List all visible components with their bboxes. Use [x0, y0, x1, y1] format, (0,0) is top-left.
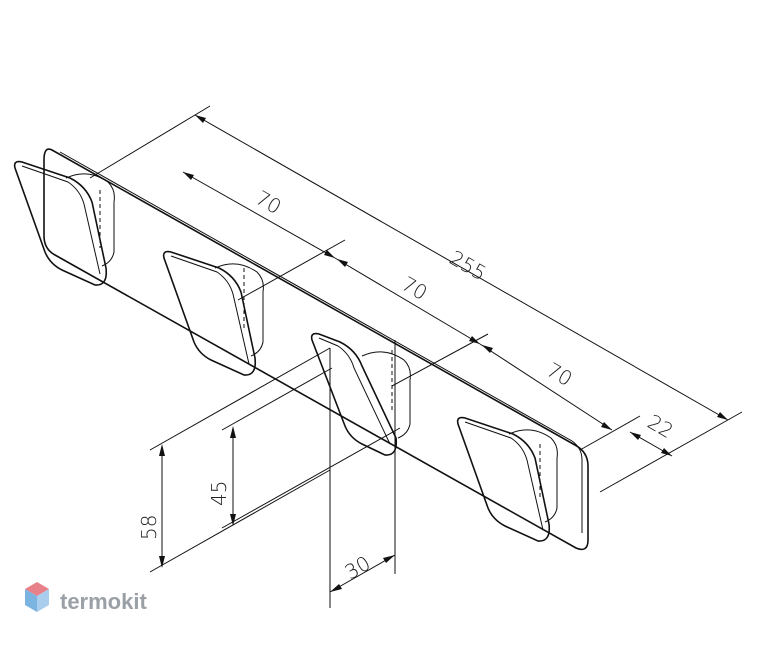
dim-label-255: 255 [446, 246, 491, 286]
dim-label-58: 58 [137, 515, 161, 540]
dim-height-total: 58 [137, 347, 331, 573]
dim-depth: 22 [629, 410, 678, 457]
hook-2 [162, 250, 264, 376]
dim-height-hook: 45 [207, 367, 401, 529]
dim-hook-width: 30 [329, 340, 396, 608]
watermark-text: termokit [60, 589, 147, 614]
dim-label-22: 22 [644, 410, 678, 444]
dim-label-70-c: 70 [543, 358, 577, 392]
watermark: termokit [25, 582, 147, 614]
hook-1 [13, 160, 115, 286]
rail-plate [43, 148, 589, 551]
hook-3 [310, 332, 411, 456]
hook-4 [456, 416, 558, 542]
dim-label-45: 45 [207, 481, 231, 506]
dim-label-30: 30 [341, 551, 375, 585]
dim-hook-spacing: 70 70 70 [182, 171, 641, 451]
watermark-cube-icon [25, 582, 49, 612]
dim-label-70-b: 70 [398, 272, 432, 306]
